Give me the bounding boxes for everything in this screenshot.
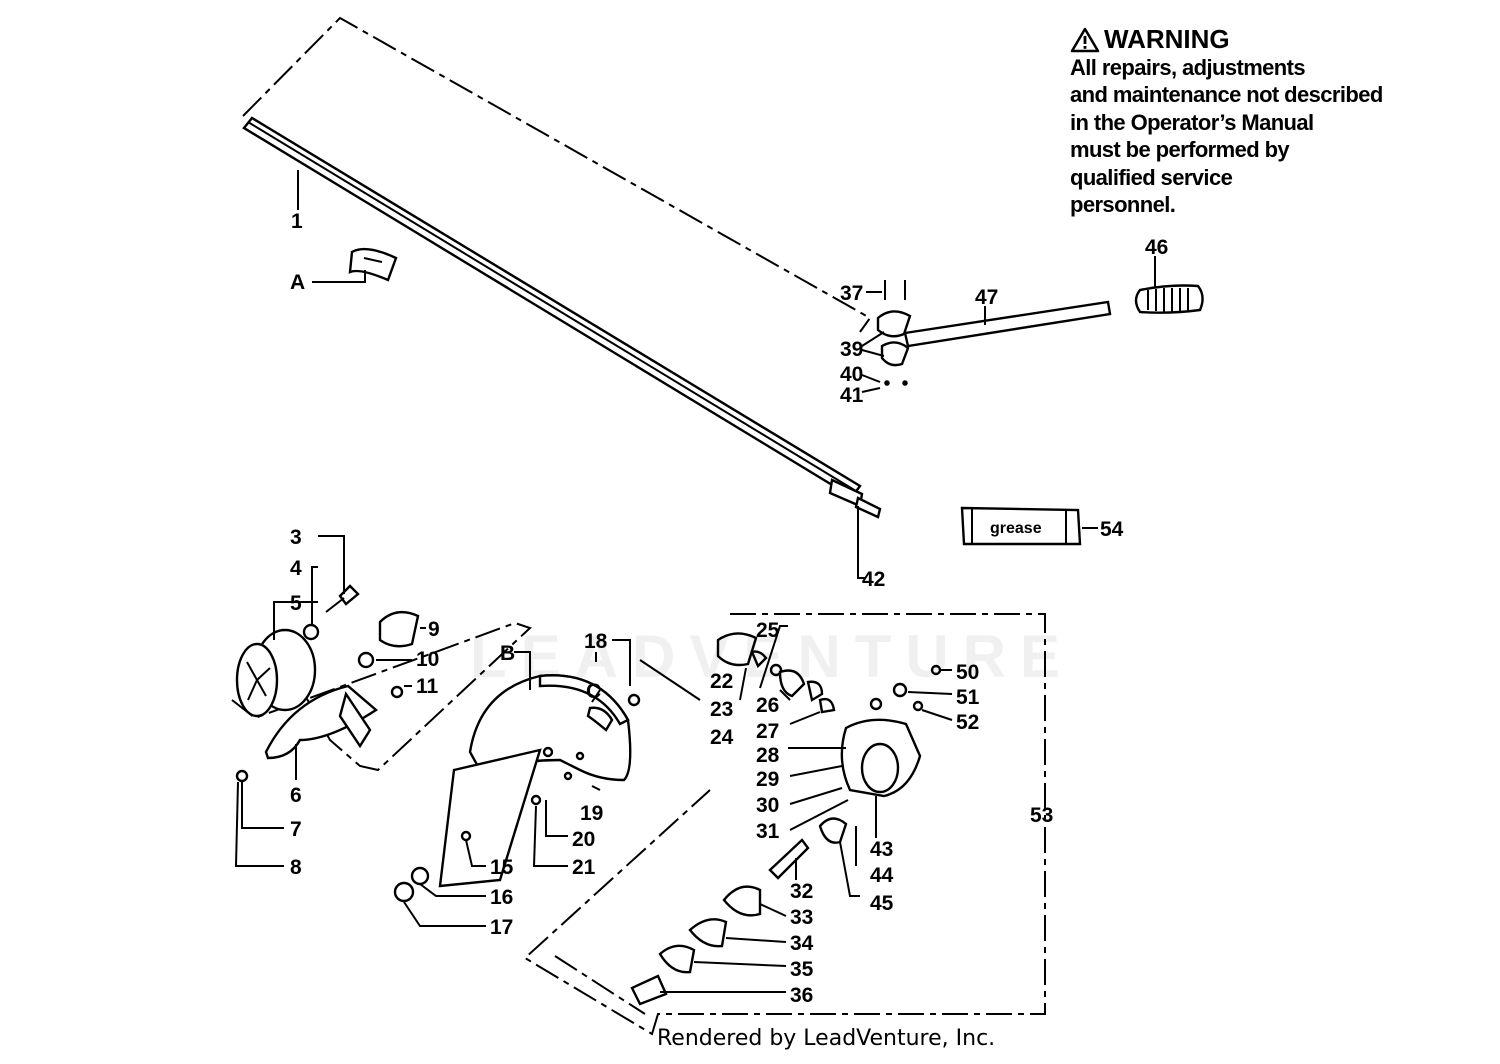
callout-28: 28 [756,744,780,767]
callout-31: 31 [756,820,780,843]
warning-block: WARNING All repairs, adjustments and mai… [1070,24,1450,219]
tube-outline-dash [242,16,872,333]
callout-8: 8 [290,856,302,879]
callout-35: 35 [790,958,814,981]
callout-labels: 1 A 3 4 5 6 7 8 9 10 11 15 16 17 18 B C … [290,210,1168,1007]
callout-B: B [500,642,515,665]
drive-tube-part [242,116,882,519]
guard-group [393,639,701,927]
callout-3: 3 [290,526,302,549]
callout-21: 21 [572,856,596,879]
callout-11: 11 [416,675,439,698]
callout-53: 53 [1030,804,1053,827]
callout-47: 47 [975,286,998,309]
callout-24: 24 [710,726,734,749]
callout-40: 40 [840,363,863,386]
callout-22: 22 [710,670,733,693]
callout-44: 44 [870,864,894,887]
callout-30: 30 [756,794,779,817]
warning-title: WARNING [1104,24,1230,54]
callout-23: 23 [710,698,733,721]
callout-25: 25 [756,619,780,642]
callout-46: 46 [1145,236,1168,259]
callout-5: 5 [290,592,302,615]
callout-50: 50 [956,661,979,684]
warning-line-5: qualified service [1070,164,1233,190]
callout-52: 52 [956,711,979,734]
callout-54: 54 [1100,518,1124,541]
callout-19: 19 [580,802,603,825]
callout-20: 20 [572,828,595,851]
watermark: LEADVENTURE [470,623,1075,690]
callout-15: 15 [490,856,514,879]
handle-group [861,256,1204,393]
callout-26: 26 [756,694,779,717]
tube-label-part [348,247,398,282]
callout-10: 10 [416,648,439,671]
callout-4: 4 [290,557,302,580]
callout-C: C [586,680,601,703]
callout-42: 42 [862,568,885,591]
callout-6: 6 [290,784,302,807]
callout-45: 45 [870,892,894,915]
callout-9: 9 [428,618,440,641]
callout-39: 39 [840,338,863,361]
warning-heading: WARNING [1070,24,1450,54]
callout-43: 43 [870,838,893,861]
callout-32: 32 [790,880,813,903]
callout-7: 7 [290,818,302,841]
callout-37: 37 [840,282,863,305]
grease-tube [960,506,1098,546]
callout-33: 33 [790,906,813,929]
callout-1: 1 [291,210,303,233]
callout-36: 36 [790,984,813,1007]
callout-51: 51 [956,686,980,709]
callout-18: 18 [584,630,608,653]
callout-16: 16 [490,886,513,909]
callout-29: 29 [756,768,779,791]
render-credit: Rendered by LeadVenture, Inc. [657,1026,996,1051]
fan-group [231,535,532,867]
warning-line-6: personnel. [1070,192,1176,217]
gearhead-group [523,613,1046,1036]
warning-line-4: must be performed by [1070,137,1290,162]
callout-A: A [290,271,305,294]
warning-line-2: and maintenance not described [1070,82,1383,107]
leader-lines-top [297,170,866,579]
grease-label: grease [990,520,1042,537]
callout-34: 34 [790,932,814,955]
warning-triangle-icon [1070,27,1100,52]
warning-line-3: in the Operator’s Manual [1070,109,1314,135]
callout-17: 17 [490,916,513,939]
callout-41: 41 [840,384,864,407]
warning-line-1: All repairs, adjustments [1070,54,1306,80]
callout-27: 27 [756,720,779,743]
